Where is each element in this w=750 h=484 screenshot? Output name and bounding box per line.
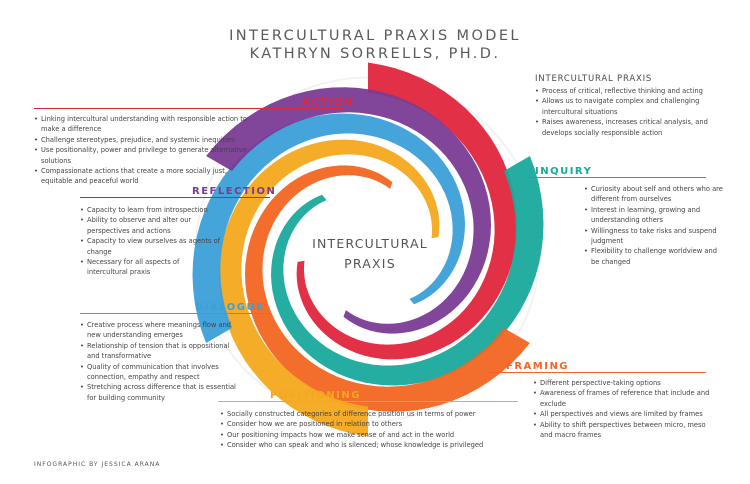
list-item: Compassionate actions that create a more…	[34, 166, 256, 187]
praxis-heading: INTERCULTURAL PRAXIS	[535, 74, 653, 84]
center-label-line1: INTERCULTURAL	[312, 236, 428, 251]
praxis-list: Process of critical, reflective thinking…	[535, 86, 725, 138]
reflection-heading: REFLECTION	[192, 186, 277, 197]
framing-list: Different perspective-taking options Awa…	[533, 378, 718, 440]
dialogue-rule	[80, 313, 270, 314]
dialogue-heading: DIALOGUE	[195, 302, 265, 313]
inquiry-rule	[528, 177, 706, 178]
list-item: Ability to observe and alter our perspec…	[80, 215, 220, 236]
list-item: Creative process where meanings flow and…	[80, 320, 240, 341]
diagram-author: KATHRYN SORRELLS, PH.D.	[249, 46, 501, 62]
reflection-rule	[80, 197, 270, 198]
framing-heading: FRAMING	[506, 361, 570, 372]
list-item: Consider how we are positioned in relati…	[220, 419, 510, 430]
positioning-list: Socially constructed categories of diffe…	[220, 409, 510, 451]
list-item: Ability to shift perspectives between mi…	[533, 420, 718, 441]
positioning-swirl-arm	[218, 139, 440, 437]
list-item: Challenge stereotypes, prejudice, and sy…	[34, 135, 256, 146]
list-item: Relationship of tension that is oppositi…	[80, 341, 240, 362]
inquiry-list: Curiosity about self and others who are …	[584, 184, 724, 267]
diagram-title: INTERCULTURAL PRAXIS MODEL	[229, 28, 521, 44]
list-item: Capacity to learn from introspection	[80, 205, 220, 216]
list-item: Consider who can speak and who is silenc…	[220, 440, 510, 451]
list-item: Capacity to view ourselves as agents of …	[80, 236, 220, 257]
list-item: Use positionality, power and privilege t…	[34, 145, 256, 166]
list-item: Curiosity about self and others who are …	[584, 184, 724, 205]
list-item: Different perspective-taking options	[533, 378, 718, 389]
list-item: Raises awareness, increases critical ana…	[535, 117, 725, 138]
positioning-heading: POSITIONING	[270, 390, 361, 401]
action-swirl-arm	[296, 62, 518, 360]
dialogue-list: Creative process where meanings flow and…	[80, 320, 240, 403]
list-item: Allows us to navigate complex and challe…	[535, 96, 725, 117]
swirl-center-disc	[306, 187, 430, 312]
list-item: Interest in learning, growing and unders…	[584, 205, 724, 226]
list-item: Our positioning impacts how we make sens…	[220, 430, 510, 441]
action-list: Linking intercultural understanding with…	[34, 114, 256, 187]
list-item: Quality of communication that involves c…	[80, 362, 240, 383]
list-item: Socially constructed categories of diffe…	[220, 409, 510, 420]
framing-rule	[488, 372, 706, 373]
center-label-line2: PRAXIS	[344, 256, 396, 271]
list-item: All perspectives and views are limited b…	[533, 409, 718, 420]
inquiry-heading: INQUIRY	[535, 166, 593, 177]
list-item: Necessary for all aspects of intercultur…	[80, 257, 220, 278]
list-item: Flexibility to challenge worldview and b…	[584, 246, 724, 267]
list-item: Awareness of frames of reference that in…	[533, 388, 718, 409]
list-item: Stretching across difference that is ess…	[80, 382, 240, 403]
list-item: Willingness to take risks and suspend ju…	[584, 226, 724, 247]
list-item: Linking intercultural understanding with…	[34, 114, 256, 135]
inquiry-swirl-arm	[271, 156, 544, 386]
reflection-list: Capacity to learn from introspection Abi…	[80, 205, 220, 278]
infographic-credit: INFOGRAPHIC BY JESSICA ARANA	[34, 461, 161, 468]
action-heading: ACTION	[302, 97, 354, 108]
action-rule	[34, 108, 344, 109]
positioning-rule	[218, 401, 518, 402]
list-item: Process of critical, reflective thinking…	[535, 86, 725, 97]
